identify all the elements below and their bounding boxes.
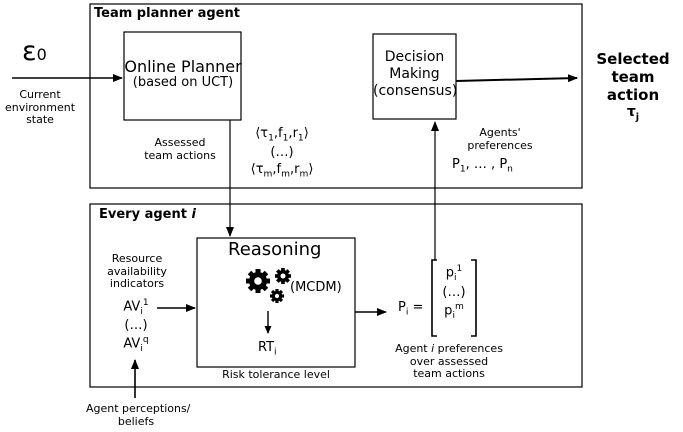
mcdm-label: (MCDM) [290,280,342,295]
env-state-label: Current environment state [4,88,76,127]
agents-preferences-label: Agents' preferences [467,126,533,152]
resource-availability-label: Resource availability indicators [107,252,167,291]
every-agent-title: Every agent i [99,207,196,222]
risk-tolerance-label: Risk tolerance level [222,368,330,381]
agent-preferences-label: Agent i preferences over assessed team a… [395,342,503,381]
matrix-right-bracket [471,259,477,337]
selected-team-action-label: Selected team action τj [596,50,670,123]
tuple-list: ⟨τ1,f1,r1⟩ (…) ⟨τm,fm,rm⟩ [234,126,330,182]
pi-label: Pi = [398,300,424,318]
assessed-team-actions-label: Assessed team actions [144,136,216,162]
preferences-list: P1, … , Pn [452,157,513,175]
agent-perceptions-label: Agent perceptions/ beliefs [86,402,191,428]
epsilon-label: ε0 [22,36,47,67]
team-planner-title: Team planner agent [94,6,240,21]
matrix-left-bracket [431,259,437,337]
tuple-ellipsis: (…) [270,145,294,161]
decision-to-selected-arrow [455,74,578,83]
av-last: AViq [123,334,149,354]
preference-vector: pi1 (…) pim [442,264,466,321]
reasoning-title: Reasoning [228,239,322,260]
tuple-first: ⟨τ1,f1,r1⟩ [255,126,309,144]
av-list: AVi1 (…) AViq [111,298,161,355]
tuple-last: ⟨τm,fm,rm⟩ [250,162,314,180]
decision-making-label: Decision Making (consensus) [373,49,458,99]
av-first: AVi1 [123,298,149,317]
online-planner-box [123,31,242,121]
decision-making-box [372,33,457,120]
team-planner-frame [89,3,583,189]
risk-tolerance-value: RTi [258,340,277,358]
gears-icon [246,268,291,303]
every-agent-frame [89,203,583,388]
reasoning-box [196,237,356,368]
online-planner-label: Online Planner (based on UCT) [124,57,242,91]
